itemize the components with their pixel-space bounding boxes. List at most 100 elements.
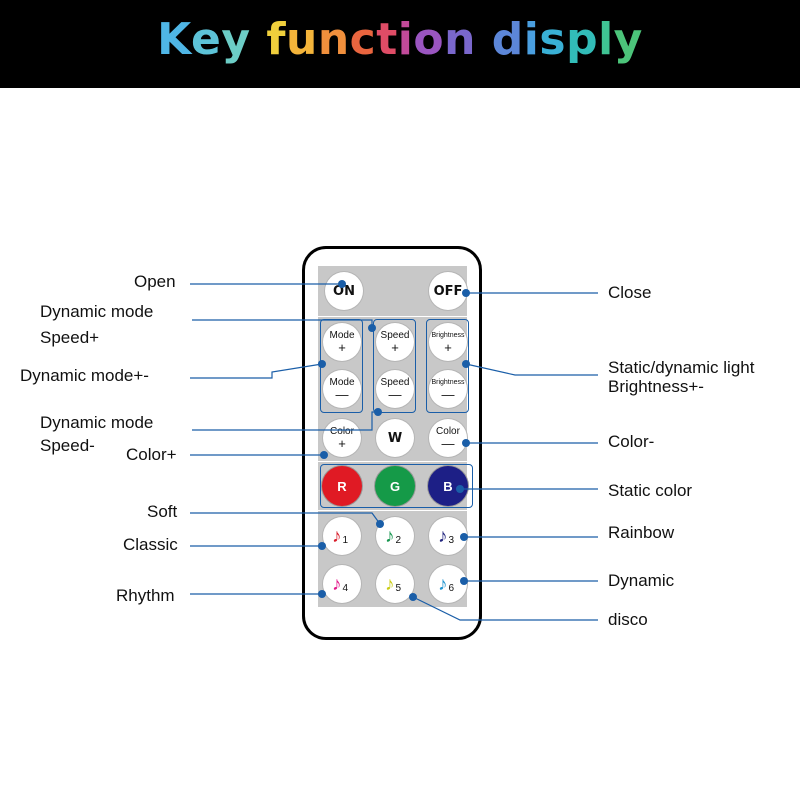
- plus-sign: +: [444, 340, 452, 355]
- white-button[interactable]: W: [376, 419, 414, 457]
- title-letter: t: [376, 14, 398, 65]
- label-soft: Soft: [147, 502, 178, 521]
- label-dyn-speed-minus-line2: Speed-: [40, 436, 95, 455]
- dot-brightness: [462, 360, 470, 368]
- title-letter: y: [613, 14, 643, 65]
- label-static-color: Static color: [608, 481, 693, 500]
- line-disco: [412, 596, 598, 621]
- music-1-button[interactable]: ♪ 1: [323, 517, 361, 555]
- color-minus-button[interactable]: Color —: [429, 419, 467, 457]
- color-plus-button[interactable]: Color +: [323, 419, 361, 457]
- plus-sign: +: [391, 340, 399, 355]
- green-button[interactable]: G: [375, 466, 415, 506]
- rgb-group-outline: [320, 464, 473, 508]
- mode-plus-button[interactable]: Mode +: [323, 323, 361, 361]
- brightness-plus-button[interactable]: Brightness +: [429, 323, 467, 361]
- music-number: 2: [395, 534, 402, 546]
- music-4-button[interactable]: ♪ 4: [323, 565, 361, 603]
- dot-soft: [376, 520, 384, 528]
- label-brightness-line1: Static/dynamic light: [608, 358, 755, 377]
- title-letter: K: [157, 14, 191, 65]
- minus-sign: —: [441, 436, 455, 451]
- dot-color-plus: [320, 451, 328, 459]
- minus-sign: —: [388, 387, 402, 402]
- label-classic: Classic: [123, 535, 178, 554]
- mode-minus-label: Mode: [329, 377, 355, 388]
- music-number: 3: [448, 534, 455, 546]
- minus-sign: —: [441, 387, 455, 402]
- label-brightness-line2: Brightness+-: [608, 377, 704, 396]
- speed-plus-label: Speed: [380, 330, 410, 341]
- label-open: Open: [134, 272, 176, 291]
- mode-minus-button[interactable]: Mode —: [323, 370, 361, 408]
- title-letter: d: [491, 14, 524, 65]
- header-bar: Key function disply: [0, 0, 800, 88]
- label-dynamic: Dynamic: [608, 571, 675, 590]
- color-plus-label: Color: [330, 426, 354, 437]
- title-letter: e: [190, 14, 222, 65]
- title-letter: y: [221, 14, 251, 65]
- music-number: 4: [342, 582, 349, 594]
- brightness-minus-label: Brightness: [431, 379, 465, 386]
- dot-static-color: [456, 485, 464, 493]
- dot-classic: [318, 542, 326, 550]
- title-letter: p: [566, 14, 599, 65]
- label-color-minus: Color-: [608, 432, 655, 451]
- dot-dyn-mode-pm: [318, 360, 326, 368]
- music-number: 1: [342, 534, 349, 546]
- title-letter: n: [444, 14, 476, 65]
- line-dyn-speed-plus: [192, 319, 373, 327]
- dot-dyn-speed-minus: [374, 408, 382, 416]
- on-label: ON: [333, 283, 355, 299]
- plus-sign: +: [338, 436, 346, 451]
- title-letter: l: [598, 14, 614, 65]
- dot-dyn-speed-plus: [368, 324, 376, 332]
- music-number: 5: [395, 582, 402, 594]
- line-dyn-mode-pm: [190, 363, 323, 379]
- speed-minus-button[interactable]: Speed —: [376, 370, 414, 408]
- page-title: Key function disply: [0, 14, 800, 65]
- music-note-icon: ♪: [384, 573, 395, 595]
- off-button[interactable]: OFF: [429, 272, 467, 310]
- title-letter: s: [539, 14, 567, 65]
- label-dyn-mode-pm: Dynamic mode+-: [20, 366, 149, 385]
- remote-control: ON OFF Mode + Speed + Brightness + Mode …: [302, 246, 482, 640]
- music-note-icon: ♪: [384, 525, 395, 547]
- mode-plus-label: Mode: [329, 330, 355, 341]
- dot-rainbow: [460, 533, 468, 541]
- on-button[interactable]: ON: [325, 272, 363, 310]
- label-close: Close: [608, 283, 652, 302]
- red-label: R: [337, 478, 347, 494]
- music-5-button[interactable]: ♪ 5: [376, 565, 414, 603]
- dot-disco: [409, 593, 417, 601]
- label-disco: disco: [608, 610, 648, 629]
- title-letter: f: [266, 14, 286, 65]
- title-letter: o: [413, 14, 445, 65]
- brightness-minus-button[interactable]: Brightness —: [429, 370, 467, 408]
- music-note-icon: ♪: [437, 525, 448, 547]
- label-dyn-speed-plus-line2: Speed+: [40, 328, 100, 347]
- minus-sign: —: [335, 387, 349, 402]
- music-6-button[interactable]: ♪ 6: [429, 565, 467, 603]
- line-dyn-speed-minus: [192, 411, 378, 431]
- speed-minus-label: Speed: [380, 377, 410, 388]
- music-note-icon: ♪: [331, 525, 342, 547]
- title-letter: c: [349, 14, 377, 65]
- dot-dynamic: [460, 577, 468, 585]
- music-note-icon: ♪: [331, 573, 342, 595]
- brightness-plus-label: Brightness: [431, 332, 465, 339]
- speed-plus-button[interactable]: Speed +: [376, 323, 414, 361]
- line-brightness: [465, 363, 598, 376]
- off-label: OFF: [433, 283, 463, 299]
- music-number: 6: [448, 582, 455, 594]
- label-rhythm: Rhythm: [116, 586, 175, 605]
- speed-group-outline: [373, 319, 416, 413]
- dot-open: [338, 280, 346, 288]
- red-button[interactable]: R: [322, 466, 362, 506]
- music-note-icon: ♪: [437, 573, 448, 595]
- color-minus-label: Color: [436, 426, 460, 437]
- dot-rhythm: [318, 590, 326, 598]
- plus-sign: +: [338, 340, 346, 355]
- title-letter: u: [285, 14, 318, 65]
